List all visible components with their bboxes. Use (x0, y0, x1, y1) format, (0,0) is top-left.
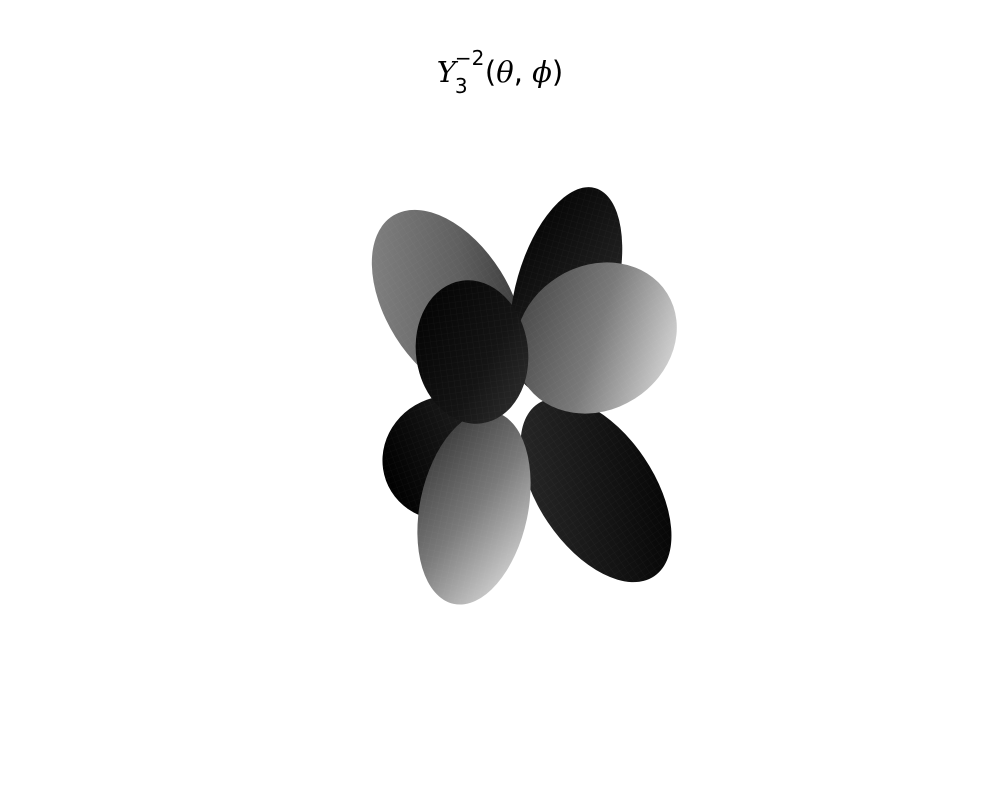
title-theta: θ (496, 55, 514, 89)
lobe-right (515, 262, 677, 414)
title-subscript: 3 (454, 74, 468, 98)
title-superscript: −2 (454, 46, 485, 70)
title-comma: , (513, 55, 533, 89)
title-phi: ϕ (532, 55, 552, 89)
title-open-paren: ( (484, 55, 497, 89)
lobe-lower-right (520, 397, 672, 583)
title-symbol: Y (436, 55, 456, 89)
title-close-paren: ) (551, 55, 564, 89)
lobe-front-lower (417, 411, 531, 605)
lobe-front-top (415, 280, 529, 424)
